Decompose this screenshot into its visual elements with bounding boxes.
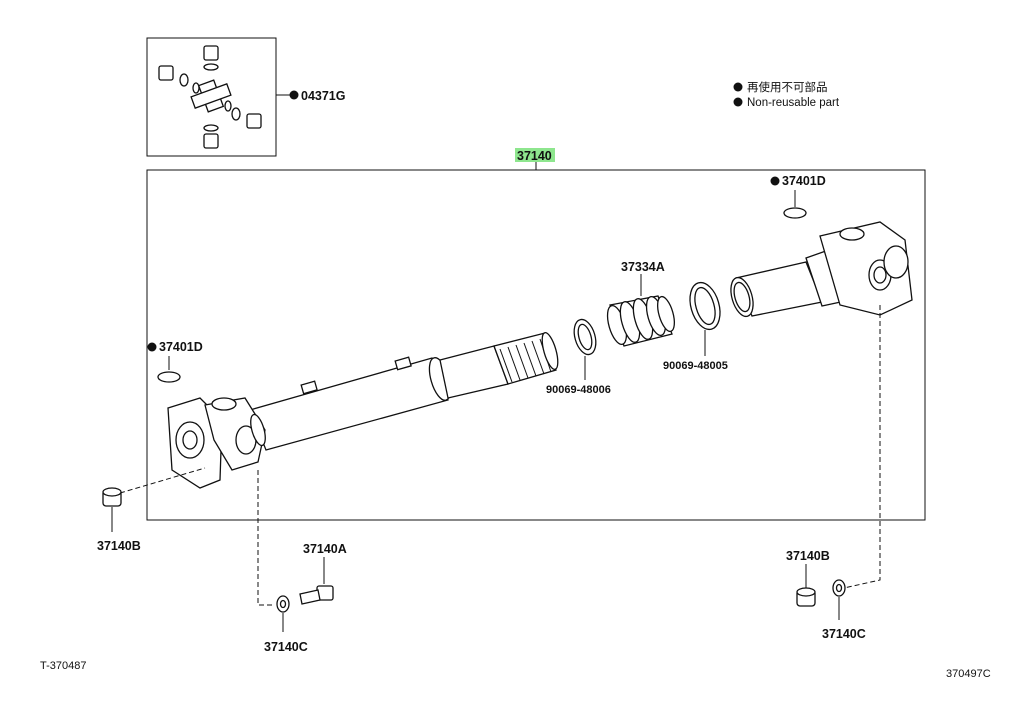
label-boot: 37334A <box>621 260 665 274</box>
legend-text-jp: 再使用不可部品 <box>747 80 828 94</box>
legend-text-en: Non-reusable part <box>747 97 840 109</box>
shaft-tube <box>249 332 559 451</box>
leader-bolt <box>257 470 275 606</box>
label-ring-inner: 90069-48006 <box>546 384 611 396</box>
nut-left <box>102 487 122 507</box>
boot <box>606 295 676 347</box>
front-yoke <box>167 397 266 489</box>
nut-right <box>796 587 816 607</box>
label-propeller-shaft: 37140 <box>517 149 552 163</box>
spider-kit-inset <box>146 37 277 157</box>
assembly-frame <box>146 169 926 521</box>
non-reusable-marker <box>289 90 299 100</box>
highlight-box <box>515 148 555 162</box>
label-bolt: 37140A <box>303 542 347 556</box>
label-spider-kit: 04371G <box>301 89 345 103</box>
non-reusable-marker-front <box>147 342 157 352</box>
legend-dot-jp <box>733 82 743 92</box>
slip-yoke <box>730 221 913 318</box>
label-nut-left: 37140B <box>97 539 141 553</box>
legend-dot-en <box>733 97 743 107</box>
label-ring-outer: 90069-48005 <box>663 360 728 372</box>
leader-nut-left <box>119 467 206 494</box>
footer-left-ref: T-370487 <box>40 660 86 672</box>
label-snap-ring-front: 37401D <box>159 340 203 354</box>
footer-right-ref: 370497C <box>946 668 991 680</box>
label-washer-right: 37140C <box>822 627 866 641</box>
bolt <box>299 585 334 605</box>
non-reusable-marker-rear <box>770 176 780 186</box>
label-washer-left: 37140C <box>264 640 308 654</box>
label-nut-right: 37140B <box>786 549 830 563</box>
leader-right <box>843 305 881 589</box>
front-snap-ring <box>157 371 181 383</box>
label-snap-ring-rear: 37401D <box>782 174 826 188</box>
rear-snap-ring <box>783 207 807 219</box>
